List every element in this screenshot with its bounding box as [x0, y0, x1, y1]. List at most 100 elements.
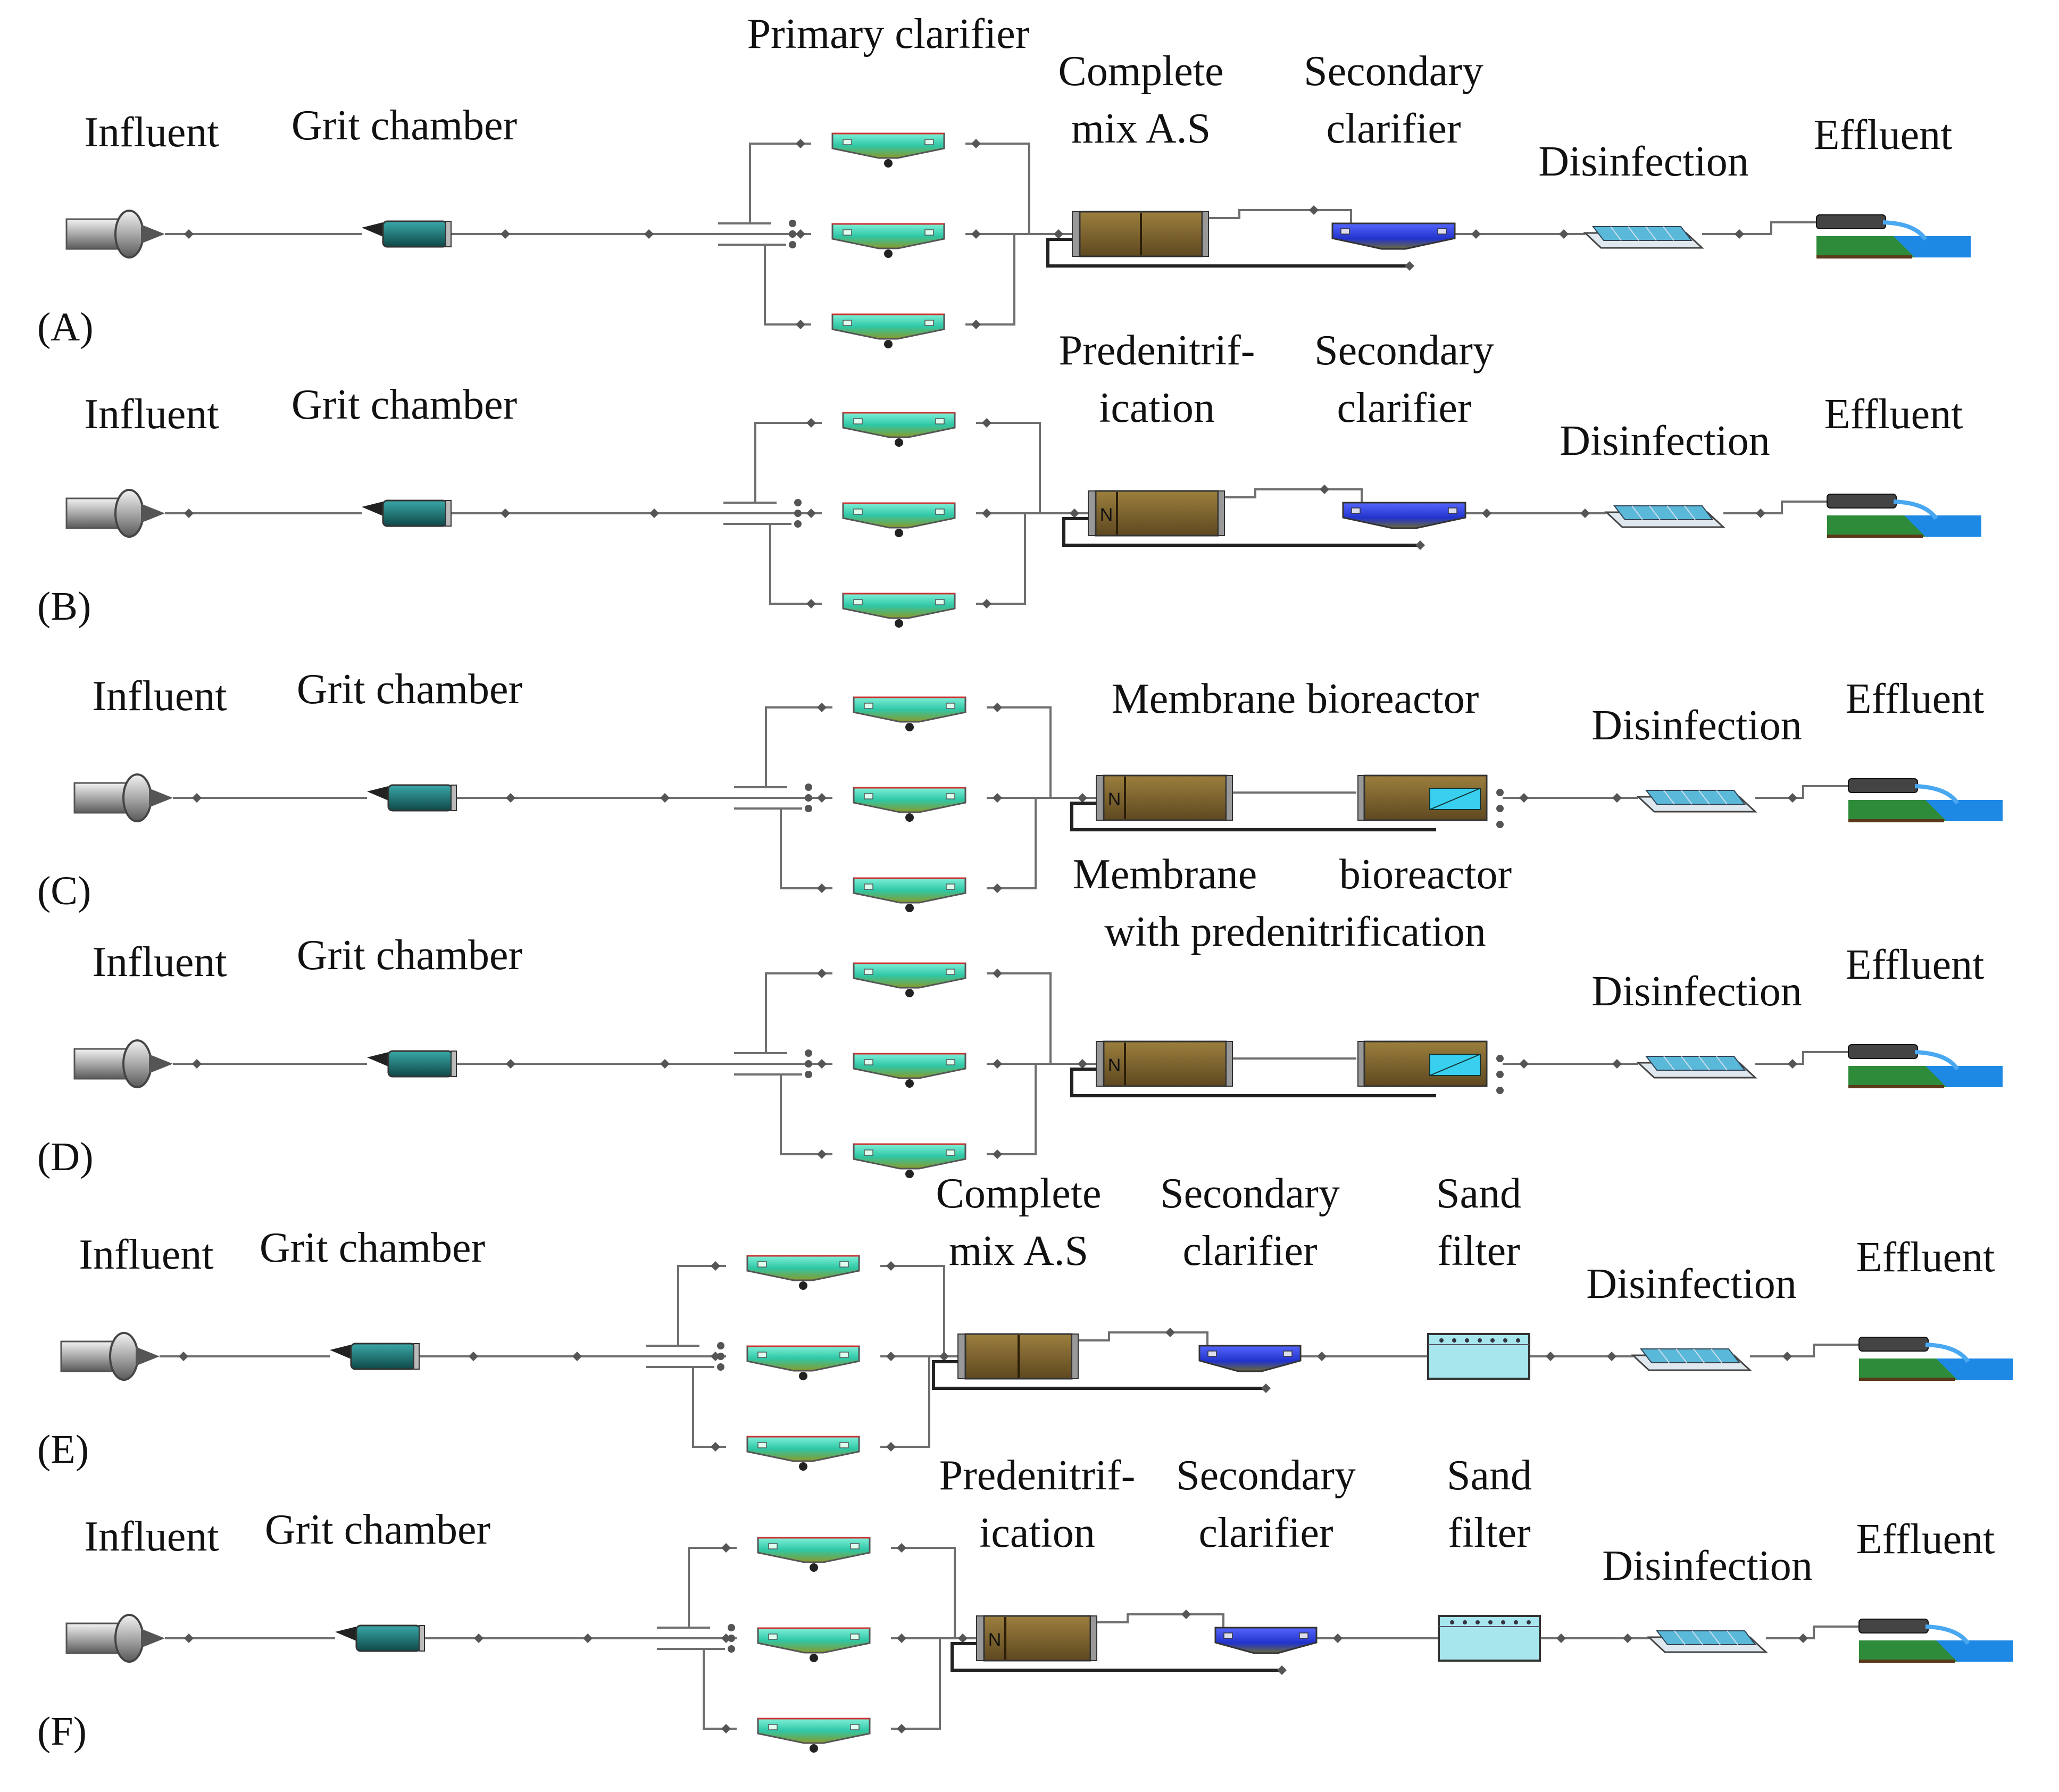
disinfection-label: Disinfection: [1560, 418, 1770, 464]
secondary-clarifier-label-line1: Secondary: [1176, 1452, 1356, 1499]
primary-clarifier-icon: [746, 1345, 860, 1380]
process-row-f: N: [65, 1537, 2013, 1753]
influent-pipe-icon: [73, 1039, 173, 1088]
effluent-outfall-icon: [1848, 778, 2003, 822]
disinfection-label: Disinfection: [1602, 1543, 1812, 1589]
activated-sludge-tank-icon: N: [976, 1615, 1097, 1662]
pipes: [173, 969, 1848, 1159]
membrane-bioreactor-icon: N: [1096, 774, 1233, 821]
panel-label: (A): [37, 305, 94, 349]
primary-clarifier-icon: [853, 877, 966, 912]
disinfection-basin-icon: [1636, 1056, 1757, 1079]
pipes: [160, 1261, 1859, 1452]
primary-clarifier-icon: [853, 696, 966, 731]
secondary-clarifier-label-line2: clarifier: [1198, 1510, 1333, 1556]
influent-label: Influent: [84, 109, 219, 156]
influent-label: Influent: [79, 1231, 213, 1278]
pipes: [165, 1543, 1859, 1733]
effluent-label: Effluent: [1846, 676, 1985, 722]
influent-label: Influent: [84, 391, 219, 438]
bioreactor-label-line2: ication: [979, 1510, 1095, 1556]
svg-text:N: N: [1100, 505, 1113, 525]
svg-text:N: N: [988, 1630, 1002, 1650]
primary-clarifier-icon: [842, 593, 956, 628]
influent-pipe-icon: [73, 773, 173, 822]
bioreactor-label-line3: with predenitrification: [1104, 908, 1486, 955]
grit-chamber-icon: [362, 499, 452, 527]
secondary-clarifier-label-line1: Secondary: [1304, 48, 1483, 95]
grit-chamber-icon: [330, 1343, 420, 1370]
primary-clarifier-label: Primary clarifier: [747, 11, 1030, 57]
bioreactor-label-line2: mix A.S: [949, 1228, 1088, 1274]
secondary-clarifier-icon: [1331, 222, 1456, 250]
primary-clarifier-icon: [853, 1053, 966, 1088]
primary-clarifier-icon: [853, 1143, 966, 1178]
influent-pipe-icon: [60, 1332, 160, 1381]
sand-filter-label-line1: Sand: [1436, 1170, 1521, 1217]
sand-filter-label-line2: filter: [1437, 1228, 1520, 1274]
grit-chamber-label: Grit chamber: [291, 381, 517, 428]
svg-text:N: N: [1108, 789, 1121, 810]
grit-chamber-label: Grit chamber: [260, 1224, 485, 1271]
effluent-outfall-icon: [1858, 1619, 2013, 1663]
grit-chamber-icon: [362, 220, 452, 248]
primary-clarifier-icon: [831, 132, 945, 168]
effluent-outfall-icon: [1827, 494, 1981, 538]
primary-clarifier-icon: [757, 1627, 871, 1662]
secondary-clarifier-label-line1: Secondary: [1314, 327, 1494, 374]
pipes: [165, 139, 1816, 329]
influent-label: Influent: [84, 1513, 219, 1560]
svg-text:N: N: [1108, 1055, 1121, 1076]
process-row-a: [65, 132, 1971, 348]
disinfection-basin-icon: [1604, 505, 1725, 528]
primary-clarifier-icon: [853, 787, 966, 822]
influent-pipe-icon: [65, 1614, 165, 1663]
sand-filter-label-line1: Sand: [1447, 1452, 1532, 1499]
grit-chamber-label: Grit chamber: [297, 666, 522, 713]
bioreactor-label-line1: Membrane: [1073, 851, 1257, 898]
effluent-label: Effluent: [1824, 391, 1963, 438]
influent-pipe-icon: [65, 489, 165, 538]
bioreactor-label-line1: Predenitrif-: [1059, 327, 1255, 374]
primary-clarifier-icon: [842, 412, 956, 447]
effluent-outfall-icon: [1858, 1337, 2013, 1381]
grit-chamber-label: Grit chamber: [291, 102, 517, 149]
sand-filter-icon: [1427, 1333, 1530, 1380]
activated-sludge-tank-icon: [957, 1333, 1079, 1380]
influent-label: Influent: [92, 673, 227, 720]
disinfection-basin-icon: [1631, 1348, 1752, 1371]
panel-label: (E): [37, 1427, 89, 1472]
effluent-label: Effluent: [1814, 112, 1953, 159]
primary-clarifier-icon: [746, 1255, 860, 1290]
secondary-clarifier-icon: [1198, 1345, 1302, 1372]
process-row-b: N: [65, 412, 1981, 628]
panel-label: (F): [37, 1709, 87, 1754]
sand-filter-icon: [1438, 1615, 1541, 1662]
disinfection-basin-icon: [1647, 1630, 1768, 1653]
membrane-tank-icon: [1357, 1040, 1488, 1087]
bioreactor-label-line1: Predenitrif-: [939, 1452, 1136, 1499]
secondary-clarifier-label-line2: clarifier: [1326, 105, 1461, 152]
influent-label: Influent: [92, 939, 227, 986]
primary-clarifier-icon: [746, 1436, 860, 1471]
primary-clarifier-icon: [757, 1718, 871, 1753]
bioreactor-label-line2: mix A.S: [1071, 105, 1211, 152]
disinfection-label: Disinfection: [1586, 1261, 1796, 1307]
panel-label: (D): [37, 1135, 94, 1179]
secondary-clarifier-label-line2: clarifier: [1337, 385, 1471, 431]
disinfection-basin-icon: [1583, 226, 1704, 249]
process-row-e: [60, 1255, 2013, 1471]
primary-clarifier-icon: [853, 962, 966, 997]
sand-filter-label-line2: filter: [1448, 1510, 1530, 1556]
bioreactor-label: Membrane bioreactor: [1112, 676, 1479, 722]
influent-pipe-icon: [65, 210, 165, 259]
bioreactor-label-line2: bioreactor: [1339, 851, 1512, 898]
effluent-label: Effluent: [1856, 1516, 1995, 1563]
disinfection-label: Disinfection: [1591, 702, 1802, 749]
grit-chamber-label: Grit chamber: [297, 932, 522, 979]
panel-label: (C): [37, 869, 91, 913]
primary-clarifier-icon: [757, 1537, 871, 1572]
disinfection-basin-icon: [1636, 790, 1757, 813]
process-row-d: N: [73, 962, 2003, 1178]
grit-chamber-icon: [367, 1050, 457, 1078]
